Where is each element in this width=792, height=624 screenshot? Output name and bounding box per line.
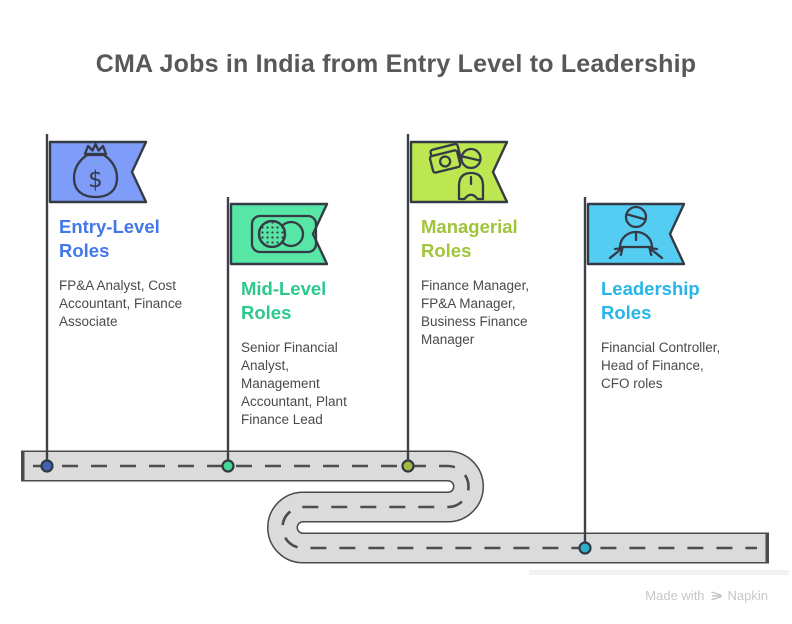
- money-bag-icon: $: [72, 142, 119, 199]
- level-block-mid: Mid-Level Roles Senior Financial Analyst…: [241, 277, 409, 429]
- watermark-prefix: Made with: [645, 588, 705, 603]
- level-block-entry: Entry-Level Roles FP&A Analyst, Cost Acc…: [59, 215, 227, 331]
- milestone-dot-leadership: [578, 541, 592, 555]
- road-shadow: [529, 570, 789, 575]
- watermark: Made with Napkin: [645, 588, 768, 603]
- level-body-entry: FP&A Analyst, Cost Accountant, Finance A…: [59, 278, 183, 329]
- road-center-line: [33, 464, 757, 550]
- page-title: CMA Jobs in India from Entry Level to Le…: [95, 50, 697, 78]
- level-block-managerial: Managerial Roles Finance Manager, FP&A M…: [421, 215, 589, 349]
- level-heading-leadership: Leadership Roles: [601, 278, 700, 323]
- level-heading-entry: Entry-Level Roles: [59, 216, 160, 261]
- flag-banner-mid: [229, 202, 329, 266]
- road: [21, 450, 789, 575]
- level-body-leadership: Financial Controller, Head of Finance, C…: [601, 340, 721, 391]
- cash-person-icon: [428, 142, 485, 201]
- person-arrows-icon: [608, 205, 664, 260]
- milestone-dot-entry: [40, 459, 54, 473]
- level-body-mid: Senior Financial Analyst, Management Acc…: [241, 340, 347, 427]
- payment-card-icon: [250, 214, 318, 254]
- milestone-dot-mid: [221, 459, 235, 473]
- level-heading-mid: Mid-Level Roles: [241, 278, 327, 323]
- flag-banner-entry: $: [48, 140, 148, 204]
- dollar-glyph: $: [88, 167, 103, 193]
- flag-poles: [45, 134, 587, 548]
- watermark-brand: Napkin: [727, 588, 768, 603]
- level-block-leadership: Leadership Roles Financial Controller, H…: [601, 277, 769, 393]
- napkin-logo-icon: [710, 591, 722, 601]
- level-heading-managerial: Managerial Roles: [421, 216, 518, 261]
- milestone-dot-managerial: [401, 459, 415, 473]
- milestone-dots: [40, 459, 592, 555]
- level-body-managerial: Finance Manager, FP&A Manager, Business …: [421, 278, 530, 347]
- flag-banner-managerial: [409, 140, 509, 204]
- flag-banner-leadership: [586, 202, 686, 266]
